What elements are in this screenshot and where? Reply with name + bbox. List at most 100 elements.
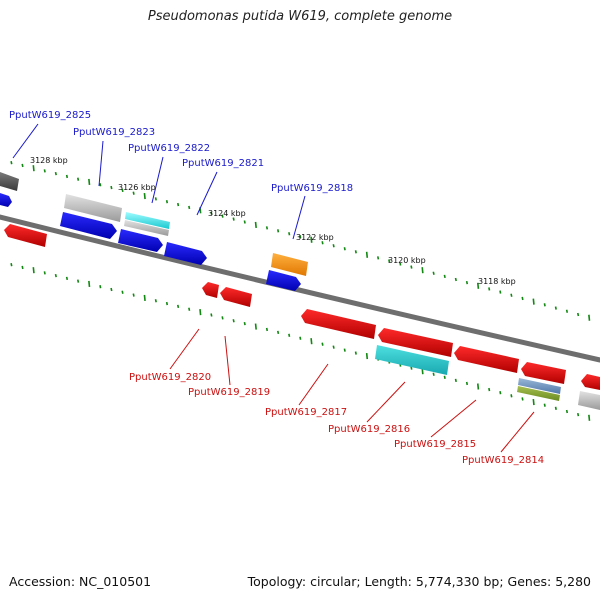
label-PputW619_2823[interactable]: PputW619_2823 <box>73 127 155 138</box>
gene-2825-blue[interactable] <box>0 193 12 207</box>
tick-major <box>365 352 369 360</box>
tick-minor <box>565 409 569 414</box>
tick-minor <box>299 336 302 340</box>
label-PputW619_2822[interactable]: PputW619_2822 <box>128 143 210 154</box>
tick-minor <box>43 169 46 173</box>
label-PputW619_2815[interactable]: PputW619_2815 <box>394 439 476 450</box>
gene-2820-red[interactable] <box>202 282 219 298</box>
tick-minor <box>188 307 191 311</box>
tick-minor <box>488 387 491 392</box>
gene-2815-red[interactable] <box>454 346 519 373</box>
kbp-label-3122: 3122 kbp <box>296 233 334 242</box>
tick-minor <box>276 330 280 335</box>
gene-2818-orange[interactable] <box>271 253 308 276</box>
tick-minor <box>10 263 13 267</box>
tick-minor <box>576 412 580 417</box>
gene-2823-gray[interactable] <box>64 194 122 222</box>
tick-minor <box>99 183 102 187</box>
tick-major <box>365 251 369 258</box>
tick-minor <box>110 287 113 292</box>
tick-minor <box>465 381 469 386</box>
gene-2817b-red[interactable] <box>378 328 453 357</box>
label-PputW619_2816[interactable]: PputW619_2816 <box>328 424 410 435</box>
tick-major <box>588 314 591 321</box>
tick-minor <box>321 241 324 245</box>
tick-major <box>88 178 91 186</box>
tick-minor <box>165 301 169 306</box>
tick-minor <box>265 226 269 230</box>
tick-minor <box>376 256 380 260</box>
tick-minor <box>154 197 157 201</box>
kbp-label-3124: 3124 kbp <box>208 209 246 218</box>
gene-2819-red[interactable] <box>220 287 252 307</box>
tick-minor <box>210 211 213 215</box>
tick-minor <box>132 191 135 195</box>
label-PputW619_2819[interactable]: PputW619_2819 <box>188 387 270 398</box>
tick-minor <box>332 345 335 349</box>
tick-minor <box>332 244 335 248</box>
tick-minor <box>488 287 491 291</box>
tick-minor <box>188 205 191 210</box>
tick-major <box>310 338 313 345</box>
tick-minor <box>21 265 24 270</box>
gene-2822-cyan[interactable] <box>125 212 170 229</box>
tick-minor <box>65 174 69 179</box>
tick-major <box>143 294 146 301</box>
tick-minor <box>510 394 513 398</box>
gene-2818-blue[interactable] <box>266 270 301 291</box>
tick-minor <box>43 271 46 275</box>
tick-minor <box>443 375 446 379</box>
tick-minor <box>243 220 246 224</box>
tick-major <box>588 414 591 421</box>
tick-minor <box>76 177 80 181</box>
label-PputW619_2817[interactable]: PputW619_2817 <box>265 407 347 418</box>
label-PputW619_2814[interactable]: PputW619_2814 <box>462 455 544 466</box>
label-PputW619_2821[interactable]: PputW619_2821 <box>182 158 264 169</box>
gene-2822-blue[interactable] <box>118 229 163 252</box>
gene-2816-teal[interactable] <box>375 345 449 375</box>
label-PputW619_2825[interactable]: PputW619_2825 <box>9 110 91 121</box>
gene-2814-steel[interactable] <box>518 378 561 394</box>
gene-2822-gray[interactable] <box>124 220 169 236</box>
gene-2817-red[interactable] <box>301 309 376 339</box>
tick-minor <box>221 214 224 218</box>
tick-major <box>476 383 480 390</box>
tick-minor <box>388 259 391 263</box>
tick-minor <box>454 277 457 282</box>
label-PputW619_2818[interactable]: PputW619_2818 <box>271 183 353 194</box>
kbp-label-3118: 3118 kbp <box>478 277 516 286</box>
topology-text: Topology: circular; Length: 5,774,330 bp… <box>247 574 591 589</box>
tick-minor <box>165 200 169 204</box>
tick-minor <box>176 304 180 309</box>
tick-major <box>88 280 91 287</box>
tick-minor <box>432 271 435 275</box>
gene-2814-red[interactable] <box>521 362 566 384</box>
tick-minor <box>54 273 57 278</box>
tick-minor <box>54 171 57 176</box>
gene-red-left[interactable] <box>4 224 47 247</box>
tick-minor <box>554 306 557 310</box>
genome-backbone <box>0 214 600 363</box>
tick-minor <box>354 351 357 355</box>
tick-major <box>532 398 535 406</box>
tick-minor <box>410 265 413 269</box>
gene-gray-right[interactable] <box>578 391 600 410</box>
label-PputW619_2820[interactable]: PputW619_2820 <box>129 372 211 383</box>
tick-minor <box>521 397 524 401</box>
tick-minor <box>21 163 24 168</box>
tick-major <box>421 267 424 274</box>
tick-minor <box>221 316 224 320</box>
tick-minor <box>10 161 13 165</box>
gene-red-right[interactable] <box>581 374 600 390</box>
tick-minor <box>543 403 546 407</box>
gene-2821-blue[interactable] <box>164 242 207 265</box>
tick-marks-inner <box>10 263 591 421</box>
tick-major <box>532 298 535 305</box>
gene-2814-olive[interactable] <box>517 386 560 401</box>
tick-minor <box>343 348 346 352</box>
gene-2823-blue[interactable] <box>60 212 117 239</box>
gene-2825-dark[interactable] <box>0 172 19 191</box>
tick-minor <box>243 321 246 326</box>
tick-minor <box>554 406 557 410</box>
